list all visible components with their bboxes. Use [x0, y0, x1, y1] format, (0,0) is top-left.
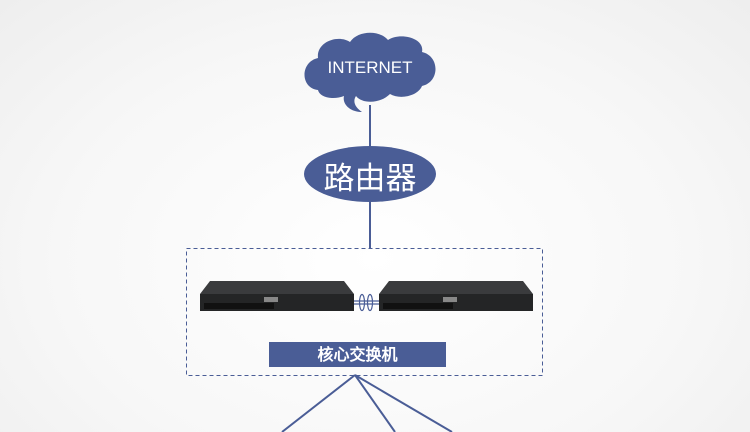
switch-device-icon: [200, 281, 354, 311]
core-switch-group-boundary: [186, 248, 543, 376]
router-label: 路由器: [323, 161, 417, 197]
core-switch-label: 核心交换机: [269, 342, 446, 367]
switch-device-icon: [379, 281, 533, 311]
link-lines: [281, 105, 453, 432]
stack-link-icon: [354, 293, 379, 312]
internet-label: INTERNET: [327, 58, 413, 77]
router-node: [304, 146, 436, 202]
internet-cloud-icon: [304, 32, 436, 112]
